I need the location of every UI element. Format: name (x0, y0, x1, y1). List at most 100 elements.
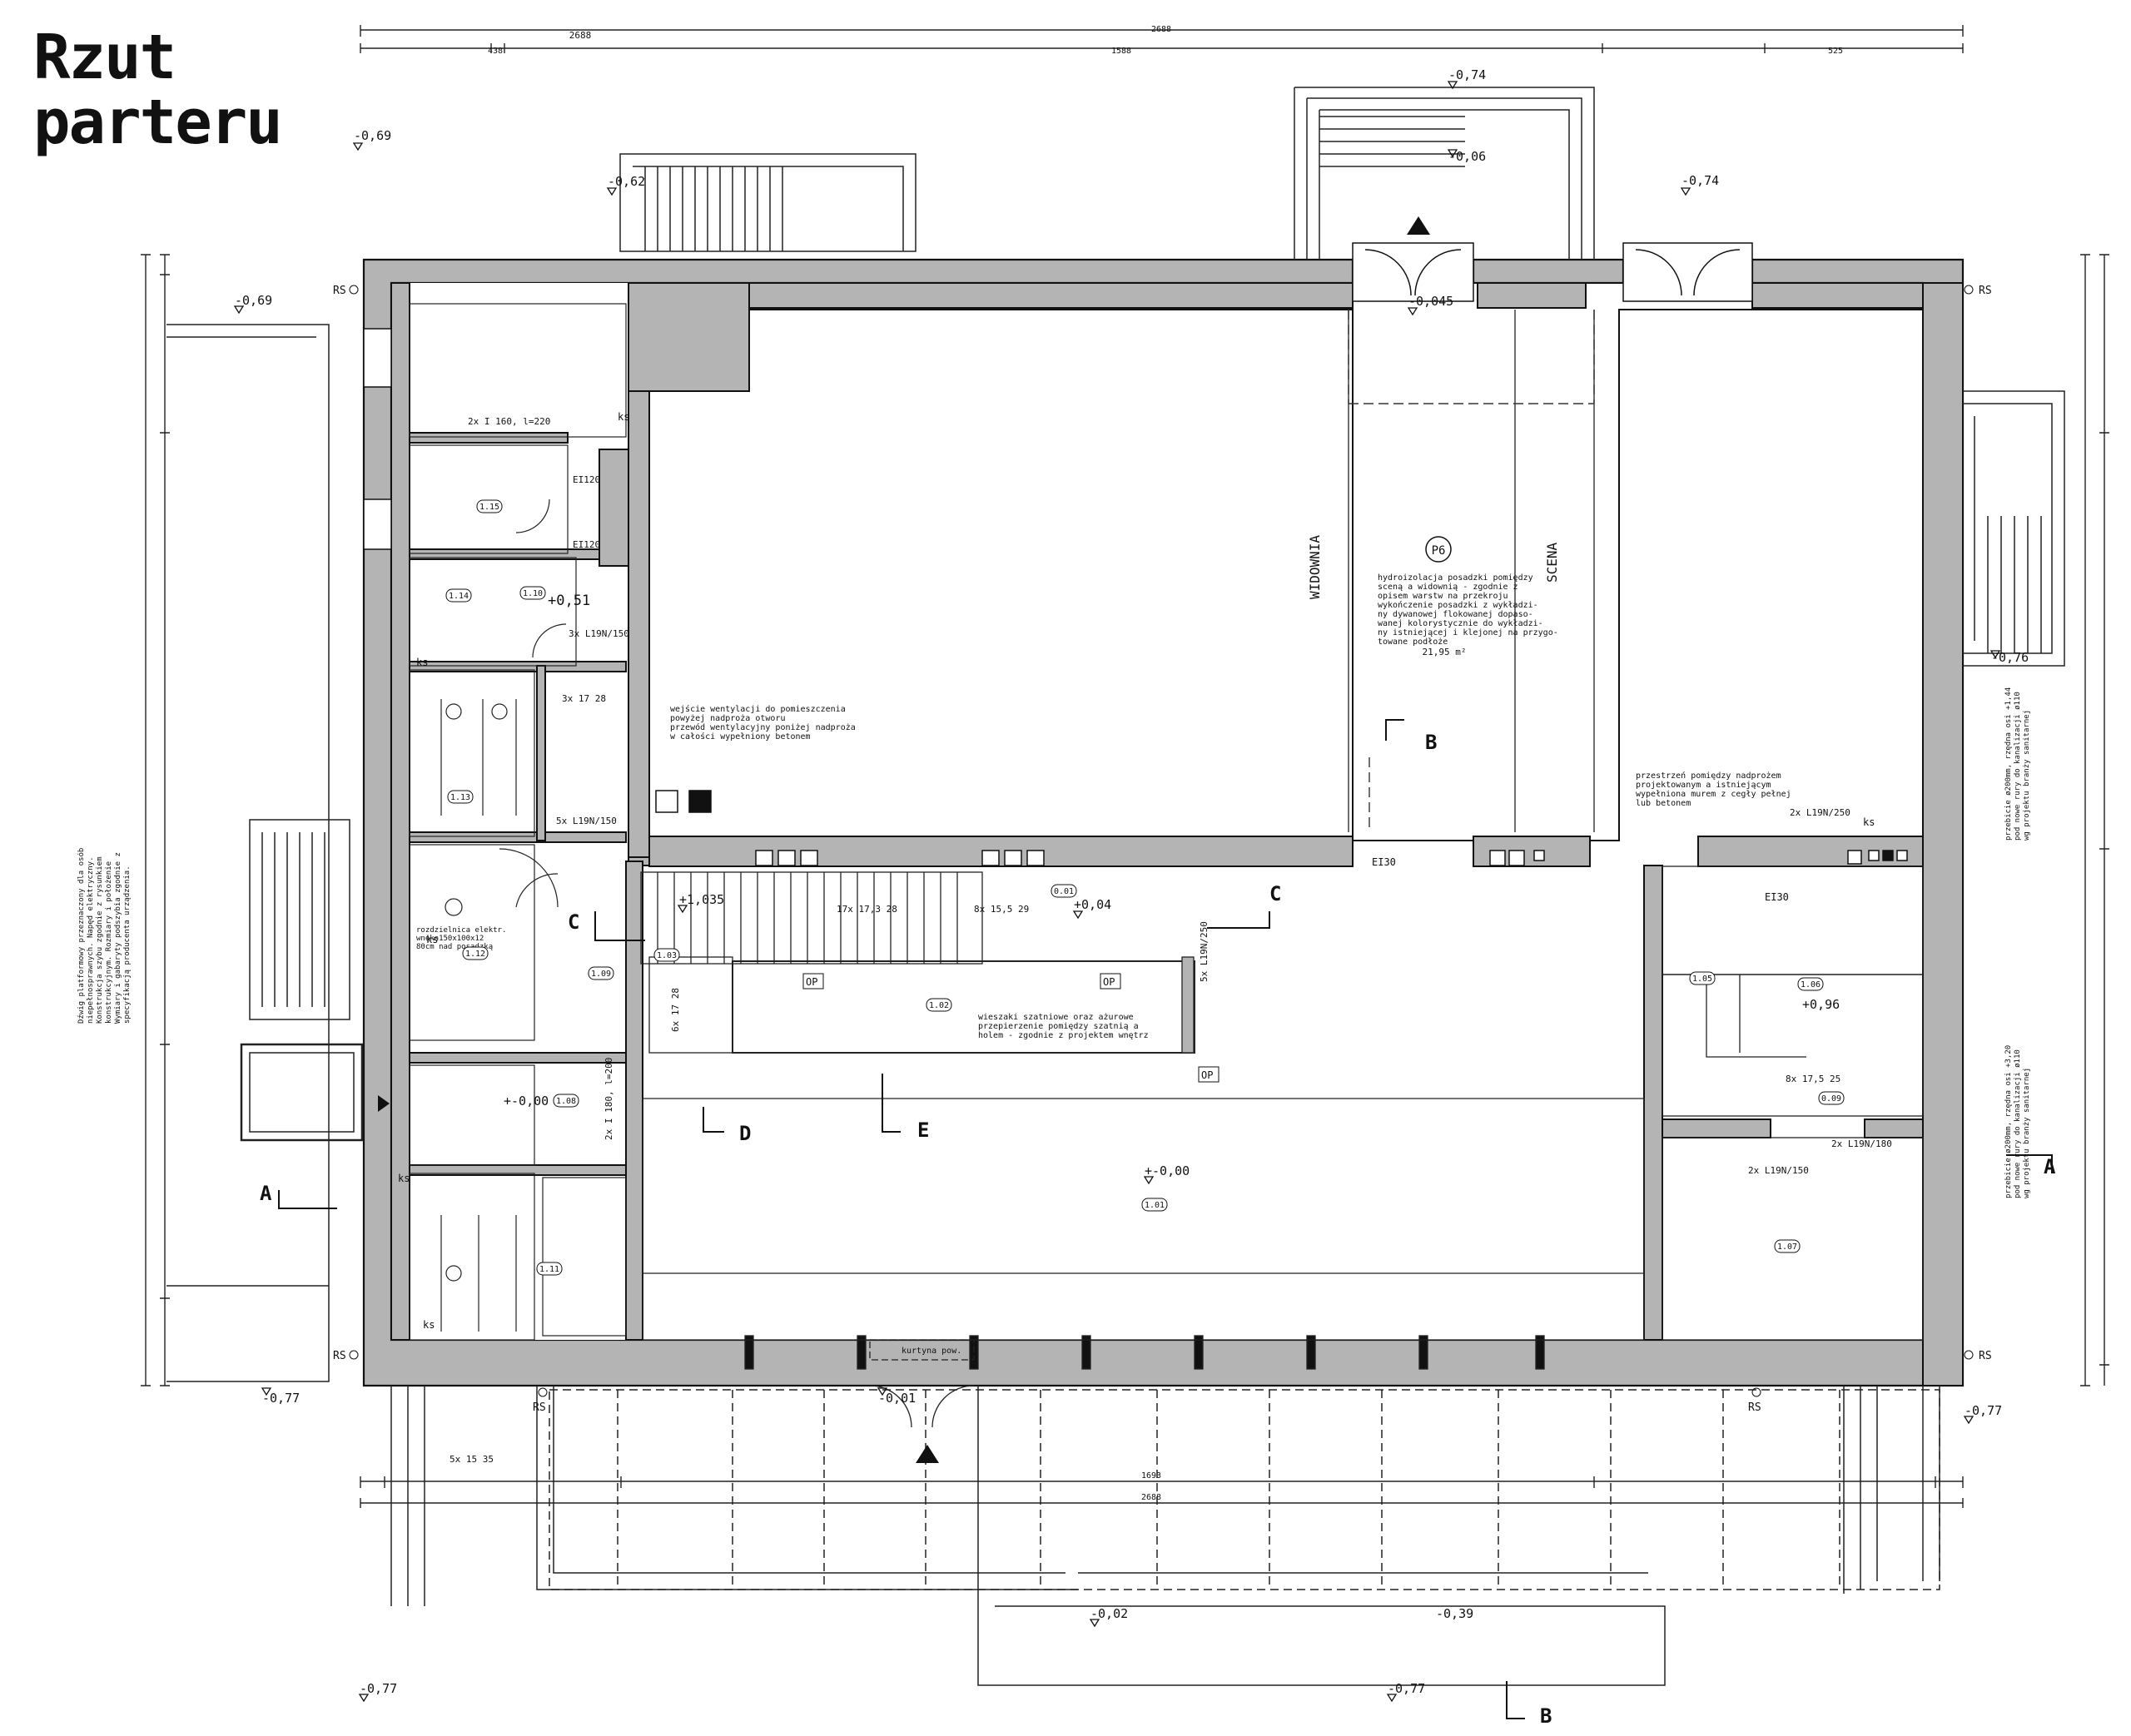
room-tag-1.05: 1.05 (1689, 971, 1716, 985)
entrance-arrow-left (378, 1095, 390, 1112)
section-e: E (917, 1118, 929, 1142)
level-7: -0,76 (1991, 650, 2029, 665)
przestrzen-note: przestrzeń pomiędzy nadprożem projektowa… (1636, 771, 1791, 808)
room-id-1.15: 1.15 (479, 503, 499, 512)
level-3: -0,74 (1448, 67, 1486, 82)
dim-top-total-label: 2688 (1151, 25, 1171, 34)
room-tag-1.03: 1.03 (653, 948, 680, 962)
lift-note-2: niepełnosprawnych. Napęd elektryczny. (87, 857, 95, 1024)
lintel-labels: 2x I 160, l=220 3x L19N/150 5x L19N/150 … (450, 416, 1892, 1465)
przestrzen-note-1: przestrzeń pomiędzy nadprożem (1636, 771, 1781, 781)
vent-note: wejście wentylacji do pomieszczenia powy… (670, 704, 856, 742)
stair-6: 8x 17,5 25 (1786, 1074, 1840, 1084)
rs-4: RS (1979, 1350, 1992, 1362)
lift-note: Dźwig platformowy przeznaczony dla osób … (77, 848, 132, 1024)
p6-circle (1425, 536, 1452, 563)
hydro-note-1: hydroizolacja posadzki pomiędzy (1378, 573, 1533, 583)
room-tag-1.07: 1.07 (1774, 1239, 1801, 1253)
rozdzielnica-note-2: wnęka150x100x12 (416, 935, 484, 943)
stair-5: 5x 15 35 (450, 1454, 494, 1465)
room-tag-1.09: 1.09 (588, 966, 614, 980)
hydro-note-2: sceną a widownią - zgodnie z (1378, 583, 1518, 592)
level-1: -0,69 (354, 128, 391, 143)
op-3: OP (1201, 1069, 1213, 1081)
lintel-3: 5x L19N/150 (556, 816, 617, 826)
plan-title: Rzut parteru (33, 25, 283, 158)
lift-note-1: Dźwig platformowy przeznaczony dla osób (77, 848, 86, 1024)
room-id-1.01: 1.01 (1145, 1201, 1165, 1210)
level-11: +0,96 (1802, 997, 1840, 1012)
lintel-8: 5x L19N/250 (1199, 921, 1210, 982)
przebicie1-note-1: przebicie ø200mm, rzędna osi +1,44 (2004, 687, 2013, 841)
foyer-elements (640, 866, 1924, 1428)
rs-markers: RS RS RS RS RS RS (333, 285, 1992, 1414)
rozdzielnica-note-1: rozdzielnica elektr. (416, 926, 506, 935)
hall-label-scena: SCENA (1544, 542, 1560, 583)
ei120-1: EI120 (573, 474, 600, 485)
room-id-1.10: 1.10 (523, 589, 543, 598)
lift-note-5: Wymiary i gabaryty podszybia zgodnie z (114, 852, 122, 1024)
misc-markers: ks ks ks ks ks ks EI30 EI30 EI120 EI120 (398, 411, 1875, 1331)
wieszaki-note-2: przepierzenie pomiędzy szatnią a (978, 1022, 1139, 1031)
section-b-top: B (1425, 731, 1437, 754)
room-id-0.09: 0.09 (1821, 1094, 1841, 1104)
przebicie1-note-3: wg projektu branży sanitarnej (2023, 710, 2031, 841)
level-6: -0,045 (1408, 294, 1453, 309)
przebicie2-note-2: pod nowe rury do kanalizacji ø110 (2014, 1049, 2022, 1198)
dimension-lines (141, 25, 2109, 1508)
room-tag-1.13: 1.13 (447, 790, 474, 804)
wieszaki-note: wieszaki szatniowe oraz ażurowe przepier… (978, 1013, 1149, 1040)
level-20: -0,77 (1388, 1681, 1425, 1696)
plan-title-line-2: parteru (33, 87, 283, 158)
level-17: -0,02 (1090, 1606, 1128, 1621)
room-tag-1.10: 1.10 (519, 586, 546, 600)
level-21: -0,69 (235, 293, 272, 308)
section-c-left: C (568, 910, 579, 934)
dim-top-3: 1588 (1111, 47, 1131, 56)
room-id-0.01: 0.01 (1054, 887, 1074, 896)
ks-1: ks (618, 411, 629, 423)
vent-note-4: w całości wypełniony betonem (670, 732, 811, 742)
lintel-2: 3x L19N/150 (569, 628, 629, 639)
section-a-left: A (260, 1182, 272, 1205)
labels: 2688 2688 438 1588 525 2688 1693 -0,69 -… (77, 25, 2031, 1703)
przestrzen-note-2: projektowanym a istniejącym (1636, 781, 1771, 790)
dim-top-total: 2688 (569, 30, 592, 41)
room-id-1.11: 1.11 (539, 1265, 559, 1274)
rs-3: RS (333, 1350, 346, 1362)
vent-shafts (655, 790, 1908, 866)
level-5: -0,74 (1681, 173, 1719, 188)
hall-lines (1348, 310, 1595, 832)
level-10: +0,04 (1074, 897, 1111, 912)
level-14: -0,77 (262, 1391, 300, 1406)
room-id-1.08: 1.08 (556, 1097, 576, 1106)
room-id-1.13: 1.13 (450, 793, 470, 802)
ei30-2: EI30 (1765, 891, 1789, 903)
room-id-1.14: 1.14 (449, 592, 469, 601)
hydro-note-7: ny istniejącej i klejonej na przygo- (1378, 628, 1558, 637)
ei30-1: EI30 (1372, 856, 1396, 868)
p6-label: P6 (1432, 544, 1446, 558)
level-16: -0,77 (1965, 1403, 2002, 1418)
level-19: -0,77 (360, 1681, 397, 1696)
kurtyna-label: kurtyna pow. (902, 1347, 961, 1356)
level-13: +-0,00 (504, 1094, 549, 1109)
ks-4: ks (398, 1173, 410, 1184)
hydro-note-5: ny dywanowej flokowanej dopaso- (1378, 610, 1533, 619)
level-9: +1,035 (679, 892, 724, 907)
lift-note-6: specyfikacją producenta urządzenia. (123, 866, 132, 1024)
room-id-1.03: 1.03 (657, 951, 677, 960)
rozdzielnica-note-3: 80cm nad posadzką (416, 943, 493, 951)
lintel-6: 2x L19N/180 (1831, 1138, 1892, 1149)
ks-2: ks (416, 657, 428, 668)
rs-6: RS (1748, 1401, 1761, 1414)
hydro-note-6: wanej kolorystycznie do wykładzi- (1378, 619, 1543, 628)
section-c-right: C (1269, 882, 1281, 905)
room-tag-1.11: 1.11 (536, 1262, 563, 1276)
vent-note-2: powyżej nadproża otworu (670, 714, 785, 723)
level-4: -0,06 (1448, 149, 1486, 164)
przebicie2-note-3: wg projektu branży sanitarnej (2023, 1068, 2031, 1198)
area-label: 21,95 m² (1423, 647, 1467, 657)
wieszaki-note-3: holem - zgodnie z projektem wnętrz (978, 1031, 1149, 1040)
